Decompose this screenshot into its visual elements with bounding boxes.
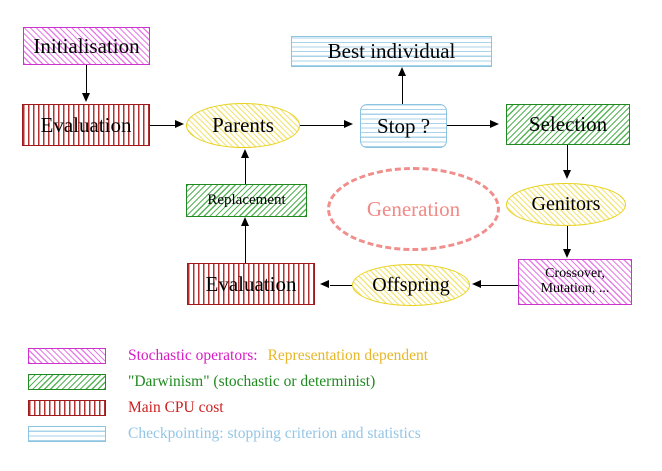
legend-label-representation-dependent: Representation dependent <box>267 347 429 364</box>
node-parents-label: Parents <box>212 113 274 138</box>
legend-label-stochastic-operators: Stochastic operators: <box>128 347 258 364</box>
node-offspring-label: Offspring <box>372 273 450 296</box>
legend-swatch-green <box>28 374 106 390</box>
legend-item-main-cpu-cost: Main CPU cost <box>28 399 224 417</box>
edge-offspring-to-evaluation <box>330 284 352 286</box>
edge-stop-to-best-individual-arrowhead <box>397 67 406 76</box>
legend-swatch-blue <box>28 426 106 442</box>
node-crossover-line2: Mutation, ... <box>540 281 610 296</box>
edge-stop-to-best-individual <box>402 76 404 104</box>
node-stop-label: Stop ? <box>376 113 431 138</box>
node-crossover-line1: Crossover, <box>545 266 605 282</box>
legend-item-checkpointing: Checkpointing: stopping criterion and st… <box>28 425 421 443</box>
edge-evaluation-to-replacement-arrowhead <box>240 217 249 226</box>
edge-evaluation-to-replacement <box>245 226 247 263</box>
edge-stop-to-selection <box>447 124 491 126</box>
edge-initialisation-to-evaluation-arrowhead <box>81 93 90 102</box>
edge-crossover-to-offspring-arrowhead <box>472 280 481 288</box>
legend-label-main-cpu-cost: Main CPU cost <box>128 399 224 416</box>
edge-replacement-to-parents-arrowhead <box>240 149 249 158</box>
edge-evaluation-to-parents-arrowhead <box>175 120 184 128</box>
node-genitors[interactable]: Genitors <box>506 183 626 226</box>
node-best-individual-label: Best individual <box>327 39 456 64</box>
node-generation-label: Generation <box>366 196 461 221</box>
legend-item-darwinism: "Darwinism" (stochastic or determinist) <box>28 373 375 391</box>
node-parents[interactable]: Parents <box>186 103 300 148</box>
node-stop[interactable]: Stop ? <box>360 104 447 148</box>
node-evaluation-bottom[interactable]: Evaluation <box>187 263 315 305</box>
node-evaluation-top-label: Evaluation <box>40 112 132 137</box>
edge-offspring-to-evaluation-arrowhead <box>320 280 329 288</box>
edge-selection-to-genitors-arrowhead <box>562 170 571 179</box>
node-offspring[interactable]: Offspring <box>352 264 470 306</box>
edge-parents-to-stop <box>300 124 345 126</box>
legend-item-stochastic-operators: Stochastic operators: Representation dep… <box>28 347 428 365</box>
legend-label-checkpointing: Checkpointing: stopping criterion and st… <box>128 425 421 442</box>
edge-genitors-to-crossover-arrowhead <box>562 249 571 258</box>
node-replacement-label: Replacement <box>207 191 286 208</box>
node-crossover-mutation[interactable]: Crossover, Mutation, ... <box>518 259 632 305</box>
legend-label-darwinism: "Darwinism" (stochastic or determinist) <box>128 373 376 390</box>
legend-swatch-red <box>28 400 106 416</box>
node-best-individual[interactable]: Best individual <box>291 36 492 67</box>
edge-parents-to-stop-arrowhead <box>344 120 353 128</box>
edge-evaluation-to-parents <box>150 124 178 126</box>
node-selection[interactable]: Selection <box>506 104 630 145</box>
edge-crossover-to-offspring <box>481 284 518 286</box>
edge-replacement-to-parents <box>245 158 247 184</box>
legend-swatch-magenta <box>28 348 106 364</box>
node-initialisation[interactable]: Initialisation <box>23 27 150 65</box>
edge-selection-to-genitors <box>567 145 569 171</box>
node-initialisation-label: Initialisation <box>33 33 140 58</box>
edge-stop-to-selection-arrowhead <box>490 120 499 128</box>
node-generation-cycle: Generation <box>327 167 500 251</box>
node-evaluation-top[interactable]: Evaluation <box>22 104 150 146</box>
edge-initialisation-to-evaluation <box>86 65 88 95</box>
node-evaluation-bottom-label: Evaluation <box>205 271 297 296</box>
edge-genitors-to-crossover <box>567 226 569 251</box>
node-replacement[interactable]: Replacement <box>186 184 307 217</box>
node-selection-label: Selection <box>528 112 608 137</box>
node-genitors-label: Genitors <box>531 193 601 215</box>
